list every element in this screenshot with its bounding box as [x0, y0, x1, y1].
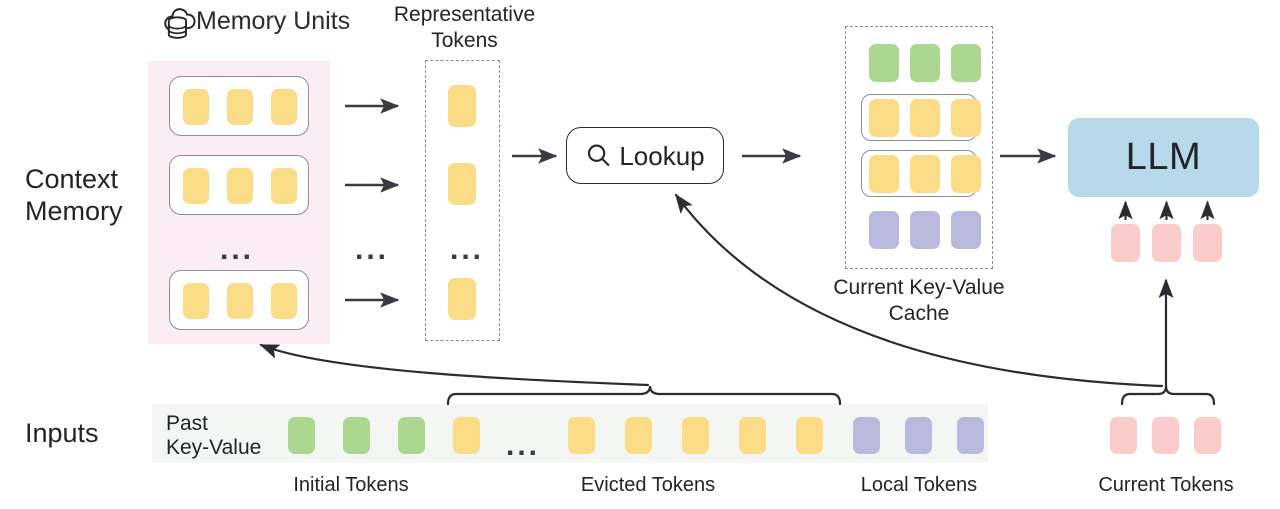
representative-tokens-label: Representative Tokens: [393, 3, 536, 52]
input-token-initial: [288, 417, 315, 454]
kv-token: [951, 155, 981, 193]
kv-token: [910, 44, 940, 82]
kv-token: [951, 99, 981, 137]
current-token-into-llm: [1152, 224, 1181, 262]
input-token-evicted: [453, 417, 480, 454]
brace-current-tokens: [1120, 385, 1216, 406]
arrow-tokens-to-llm: [1118, 200, 1215, 220]
kv-token: [910, 155, 940, 193]
input-token-evicted: [739, 417, 766, 454]
input-token-current: [1194, 417, 1221, 454]
representative-token: [448, 85, 476, 127]
row-label-inputs: Inputs: [25, 418, 99, 448]
cloud-database-icon: [159, 4, 201, 46]
kv-token: [951, 44, 981, 82]
representative-token: [448, 163, 476, 205]
evicted-tokens-label: Evicted Tokens: [580, 474, 716, 496]
memory-token: [227, 283, 253, 319]
input-token-evicted: [568, 417, 595, 454]
local-tokens-label: Local Tokens: [860, 474, 978, 496]
kv-token: [910, 211, 940, 249]
memory-token: [271, 89, 297, 125]
kv-token: [951, 211, 981, 249]
initial-tokens-label: Initial Tokens: [293, 474, 409, 496]
memory-token: [271, 168, 297, 204]
memory-token: [183, 168, 209, 204]
representative-tokens-box: [425, 60, 500, 341]
memory-units-ellipsis: ...: [220, 233, 255, 266]
arrow-unit-to-rep: [345, 98, 400, 308]
input-token-evicted: [796, 417, 823, 454]
memory-token: [271, 283, 297, 319]
current-token-into-llm: [1193, 224, 1222, 262]
kv-token: [869, 44, 899, 82]
memory-units-label: Memory Units: [196, 7, 351, 35]
current-token-into-llm: [1111, 224, 1140, 262]
memory-token: [227, 89, 253, 125]
row-label-context-memory: Context Memory: [25, 164, 123, 226]
input-token-evicted: [625, 417, 652, 454]
search-icon: [585, 142, 612, 169]
brace-evicted-tokens: [446, 385, 842, 406]
input-token-local: [957, 417, 984, 454]
memory-unit[interactable]: [169, 76, 309, 136]
input-token-initial: [398, 417, 425, 454]
llm-label: LLM: [1125, 136, 1202, 178]
mid-arrow-ellipsis: ...: [355, 233, 390, 266]
kv-token: [910, 99, 940, 137]
input-token-local: [905, 417, 932, 454]
kv-token: [869, 155, 899, 193]
lookup-label: Lookup: [619, 140, 705, 171]
lookup-button[interactable]: Lookup: [566, 127, 724, 184]
memory-token: [227, 168, 253, 204]
input-token-local: [853, 417, 880, 454]
llm-box[interactable]: LLM: [1068, 118, 1259, 197]
memory-unit[interactable]: [169, 155, 309, 215]
kv-cache-label: Current Key-Value Cache: [833, 276, 1005, 325]
memory-token: [183, 89, 209, 125]
input-token-initial: [343, 417, 370, 454]
current-tokens-label: Current Tokens: [1098, 474, 1234, 496]
kv-token: [869, 99, 899, 137]
memory-token: [183, 283, 209, 319]
arrow-evicted-to-context-memory: [259, 343, 650, 387]
input-token-evicted: [682, 417, 709, 454]
input-sequence-ellipsis: ...: [506, 429, 541, 462]
input-token-current: [1152, 417, 1179, 454]
representative-tokens-ellipsis: ...: [450, 233, 485, 266]
kv-token: [869, 211, 899, 249]
past-key-value-label: Past Key-Value: [166, 412, 262, 459]
memory-unit[interactable]: [169, 270, 309, 330]
input-token-current: [1110, 417, 1137, 454]
representative-token: [448, 278, 476, 320]
